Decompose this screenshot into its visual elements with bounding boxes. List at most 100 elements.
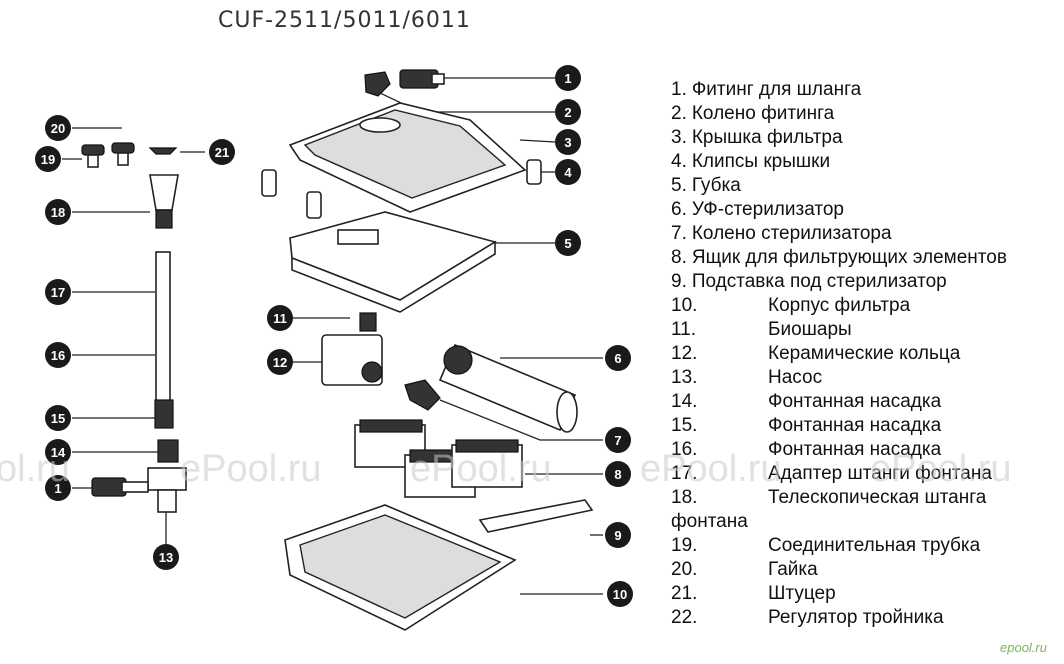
svg-text:7: 7: [614, 433, 621, 448]
item-name: Клипсы крышки: [691, 151, 831, 172]
watermark: ePool.ru: [640, 448, 782, 490]
item-name: Фитинг для шланга: [691, 79, 862, 100]
svg-text:1: 1: [564, 71, 571, 86]
item-number: 7.: [671, 223, 687, 244]
callout-19: 19: [35, 146, 61, 172]
item-number: 9.: [671, 271, 687, 292]
svg-text:21: 21: [215, 145, 229, 160]
callout-5: 5: [555, 230, 581, 256]
item-name: Колено стерилизатора: [691, 223, 892, 244]
item-number: 21.: [671, 583, 698, 604]
list-item: 20. Гайка: [671, 558, 1061, 582]
list-item: 6.УФ-стерилизатор: [671, 198, 1061, 222]
item-number: 20.: [671, 559, 698, 580]
svg-text:13: 13: [159, 550, 173, 565]
item-name: Фонтанная насадка: [768, 391, 942, 412]
list-item: 3.Крышка фильтра: [671, 126, 1061, 150]
svg-text:4: 4: [564, 165, 572, 180]
item-name: Крышка фильтра: [691, 127, 843, 148]
sponge: [289, 211, 498, 313]
watermark: ePool.ru: [410, 448, 552, 490]
list-item: 9.Подставка под стерилизатор: [671, 270, 1061, 294]
list-item: 1.Фитинг для шланга: [671, 78, 1061, 102]
list-item: 21. Штуцер: [671, 582, 1061, 606]
fitting-elbow: [364, 71, 391, 97]
item-name: Регулятор тройника: [768, 607, 944, 628]
svg-text:5: 5: [564, 236, 571, 251]
svg-text:11: 11: [273, 311, 287, 326]
lid-clips: [261, 159, 542, 219]
item-name: Подставка под стерилизатор: [691, 271, 947, 292]
item-name-continuation: фонтана: [671, 511, 748, 532]
callout-13: 13: [153, 544, 179, 570]
item-number: 11.: [671, 319, 697, 340]
callout-6: 6: [605, 345, 631, 371]
item-name: Гайка: [768, 559, 818, 580]
item-number: 15.: [671, 415, 698, 436]
filter-media-boxes: [354, 419, 523, 498]
callout-3: 3: [555, 129, 581, 155]
sterilizer-stand: [478, 499, 594, 533]
callout-12: 12: [267, 349, 293, 375]
fountain-assembly: [81, 142, 187, 513]
item-number: 19.: [671, 535, 698, 556]
svg-text:14: 14: [51, 445, 66, 460]
item-name: Биошары: [768, 319, 852, 340]
item-name: Ящик для фильтрующих элементов: [691, 247, 1007, 268]
svg-text:10: 10: [613, 587, 627, 602]
svg-text:12: 12: [273, 355, 287, 370]
item-number: 10.: [671, 295, 698, 316]
list-item: 15. Фонтанная насадка: [671, 414, 1061, 438]
watermark-partial: ol.ru: [0, 448, 70, 490]
list-item: 4.Клипсы крышки: [671, 150, 1061, 174]
svg-text:16: 16: [51, 348, 65, 363]
svg-text:3: 3: [564, 135, 571, 150]
svg-text:6: 6: [614, 351, 621, 366]
list-item: 12.Керамические кольца: [671, 342, 1061, 366]
callout-4: 4: [555, 159, 581, 185]
svg-text:20: 20: [51, 121, 65, 136]
item-number: 13.: [671, 367, 698, 388]
item-number: 18.: [671, 487, 698, 508]
list-item: 8.Ящик для фильтрующих элементов: [671, 246, 1061, 270]
item-name: Фонтанная насадка: [768, 415, 942, 436]
callout-1-left: 1: [45, 475, 71, 501]
site-logo: epool.ru: [1000, 640, 1047, 655]
item-name: Адаптер штанги фонтана: [768, 463, 992, 484]
svg-text:9: 9: [614, 528, 621, 543]
callout-16: 16: [45, 342, 71, 368]
svg-text:19: 19: [41, 152, 55, 167]
callout-21: 21: [209, 139, 235, 165]
callout-8: 8: [605, 461, 631, 487]
callout-15: 15: [45, 405, 71, 431]
item-number: 4.: [671, 151, 687, 172]
list-item: 22. Регулятор тройника: [671, 606, 1061, 630]
uv-sterilizer: [438, 343, 578, 433]
callout-14: 14: [45, 439, 71, 465]
callout-10: 10: [607, 581, 633, 607]
filter-housing: [284, 504, 517, 631]
item-name: Колено фитинга: [691, 103, 835, 124]
item-name: Штуцер: [768, 583, 836, 604]
list-item: 17.Адаптер штанги фонтана: [671, 462, 1061, 486]
item-name: Губка: [691, 175, 741, 196]
list-item: 16.Фонтанная насадка: [671, 438, 1061, 462]
item-number: 8.: [671, 247, 687, 268]
item-number: 2.: [671, 103, 687, 124]
item-name: Соединительная трубка: [768, 535, 981, 556]
item-number: 1.: [671, 79, 687, 100]
item-name: УФ-стерилизатор: [691, 199, 844, 220]
svg-text:15: 15: [51, 411, 65, 426]
item-name: Телескопическая штанга: [768, 487, 987, 508]
item-number: 3.: [671, 127, 687, 148]
item-number: 14.: [671, 391, 698, 412]
item-number: 12.: [671, 343, 698, 364]
filter-lid: [288, 102, 527, 213]
list-item: 7.Колено стерилизатора: [671, 222, 1061, 246]
item-number: 22.: [671, 607, 698, 628]
item-name: Корпус фильтра: [768, 295, 911, 316]
callout-9: 9: [605, 522, 631, 548]
callout-1: 1: [555, 65, 581, 91]
item-number: 16.: [671, 439, 698, 460]
